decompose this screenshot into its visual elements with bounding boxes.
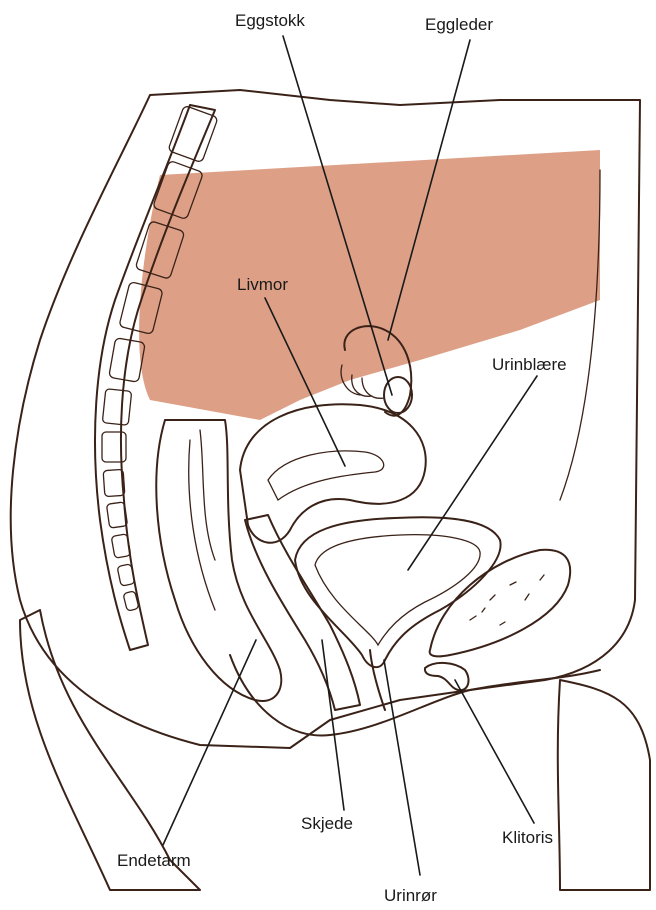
leader-bladder <box>408 376 537 570</box>
leader-rectum <box>163 640 256 845</box>
label-ovary: Eggstokk <box>235 11 305 30</box>
uterus-cavity <box>268 451 384 500</box>
pelvic-cavity <box>139 150 600 420</box>
vertebra-1 <box>168 105 218 162</box>
perineum-band <box>230 655 600 736</box>
rectum-shape <box>156 420 281 701</box>
label-bladder: Urinblære <box>492 355 567 374</box>
rectum <box>156 420 281 701</box>
clitoris-shape <box>425 663 469 690</box>
leader-urethra <box>384 660 420 875</box>
label-rectum: Endetarm <box>117 851 191 870</box>
label-urethra: Urinrør <box>384 886 437 905</box>
label-vagina: Skjede <box>301 814 353 833</box>
leader-vagina <box>322 640 344 810</box>
label-fallopian-tube: Eggleder <box>425 15 493 34</box>
label-uterus: Livmor <box>237 275 288 294</box>
vertebra-7 <box>102 432 126 462</box>
front-thigh <box>558 680 650 890</box>
vertebra-6 <box>102 389 131 426</box>
pubic-bone-texture <box>470 575 544 625</box>
thigh <box>20 610 200 890</box>
leader-clitoris <box>455 680 534 823</box>
bladder-rim <box>295 517 501 667</box>
urethra-shape <box>370 650 385 710</box>
uterus <box>240 404 426 542</box>
label-clitoris: Klitoris <box>502 828 553 847</box>
rectum-fold <box>200 430 215 560</box>
bladder <box>295 517 501 667</box>
uterus-outer <box>240 404 426 542</box>
